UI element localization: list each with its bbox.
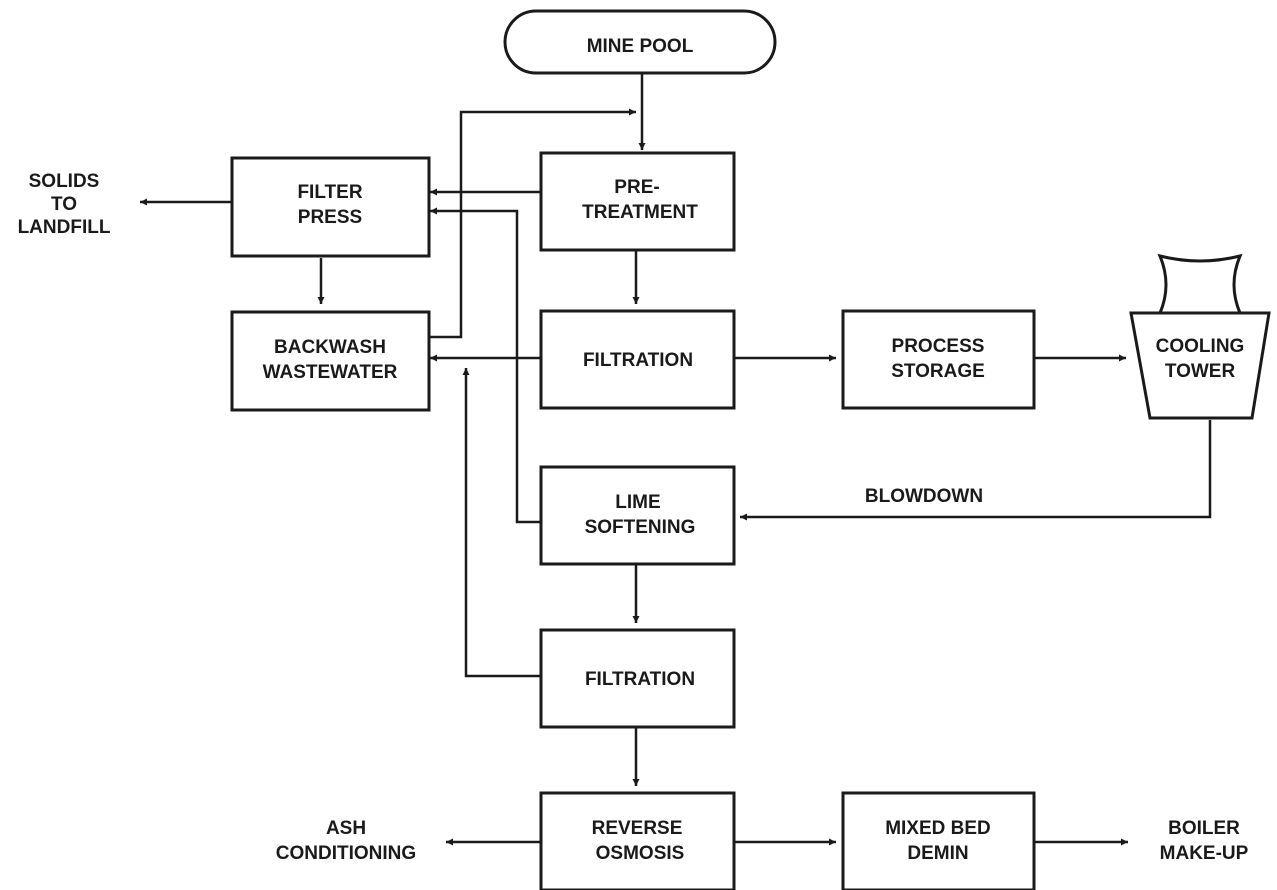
ash-conditioning-line-1: ASH (326, 818, 366, 839)
node-filtration-2: FILTRATION (539, 628, 736, 729)
reverse-osmosis-label-line-1: REVERSE (592, 818, 683, 839)
mine-pool-shape (503, 9, 777, 75)
lime-softening-box (539, 465, 736, 566)
backwash-wastewater-box (230, 310, 431, 412)
cooling-tower-stack-shape (1157, 253, 1243, 315)
pretreatment-label-line-1: PRE- (614, 177, 659, 198)
filter-press-label-line-1: FILTER (297, 182, 362, 203)
cooling-tower-base-shape (1129, 311, 1271, 420)
node-filtration-1: FILTRATION (539, 309, 736, 410)
connectors (140, 74, 1212, 846)
node-filter-press: FILTER PRESS (230, 156, 431, 258)
solids-to-landfill-line-1: SOLIDS (29, 171, 100, 192)
solids-to-landfill-line-2: TO (51, 194, 77, 215)
lime-softening-label-line-1: LIME (615, 492, 660, 513)
filter-press-label-line-2: PRESS (298, 207, 362, 228)
output-boiler-make-up: BOILER MAKE-UP (1160, 818, 1249, 864)
process-storage-box (841, 309, 1036, 410)
arrow-backwash-recycle-to-pretreatment (430, 108, 636, 339)
cooling-tower-label-line-1: COOLING (1156, 336, 1245, 357)
filtration-1-label: FILTRATION (583, 350, 693, 371)
node-cooling-tower: COOLING TOWER (1129, 253, 1271, 420)
reverse-osmosis-box (539, 791, 736, 890)
solids-to-landfill-line-3: LANDFILL (18, 217, 111, 238)
blowdown-label: BLOWDOWN (865, 486, 983, 507)
arrow-lime-softening-to-filter-press (430, 207, 541, 524)
lime-softening-label-line-2: SOFTENING (585, 517, 696, 538)
mixed-bed-demin-label-line-1: MIXED BED (885, 818, 991, 839)
node-backwash-wastewater: BACKWASH WASTEWATER (230, 310, 431, 412)
boiler-make-up-line-1: BOILER (1168, 818, 1240, 839)
pretreatment-label-line-2: TREATMENT (582, 202, 698, 223)
ash-conditioning-line-2: CONDITIONING (276, 843, 416, 864)
mixed-bed-demin-box (841, 791, 1036, 890)
output-ash-conditioning: ASH CONDITIONING (276, 818, 416, 864)
backwash-wastewater-label-line-1: BACKWASH (274, 337, 386, 358)
node-reverse-osmosis: REVERSE OSMOSIS (539, 791, 736, 890)
boiler-make-up-line-2: MAKE-UP (1160, 843, 1249, 864)
node-mine-pool: MINE POOL (503, 9, 777, 75)
output-solids-to-landfill: SOLIDS TO LANDFILL (18, 171, 111, 238)
mine-pool-label: MINE POOL (587, 36, 694, 57)
process-storage-label-line-1: PROCESS (892, 336, 985, 357)
pretreatment-box (539, 151, 736, 252)
node-pretreatment: PRE- TREATMENT (539, 151, 736, 252)
filter-press-box (230, 156, 431, 258)
cooling-tower-label-line-2: TOWER (1165, 361, 1236, 382)
mixed-bed-demin-label-line-2: DEMIN (907, 843, 968, 864)
node-mixed-bed-demin: MIXED BED DEMIN (841, 791, 1036, 890)
filtration-1-box (539, 309, 736, 410)
reverse-osmosis-label-line-2: OSMOSIS (596, 843, 685, 864)
node-process-storage: PROCESS STORAGE (841, 309, 1036, 410)
arrow-blowdown-to-lime-softening (740, 420, 1212, 521)
process-storage-label-line-2: STORAGE (891, 361, 985, 382)
filtration-2-label: FILTRATION (585, 669, 695, 690)
filtration-2-box (539, 628, 736, 729)
node-lime-softening: LIME SOFTENING (539, 465, 736, 566)
backwash-wastewater-label-line-2: WASTEWATER (263, 362, 398, 383)
arrow-filtration2-to-backwash (462, 368, 541, 678)
